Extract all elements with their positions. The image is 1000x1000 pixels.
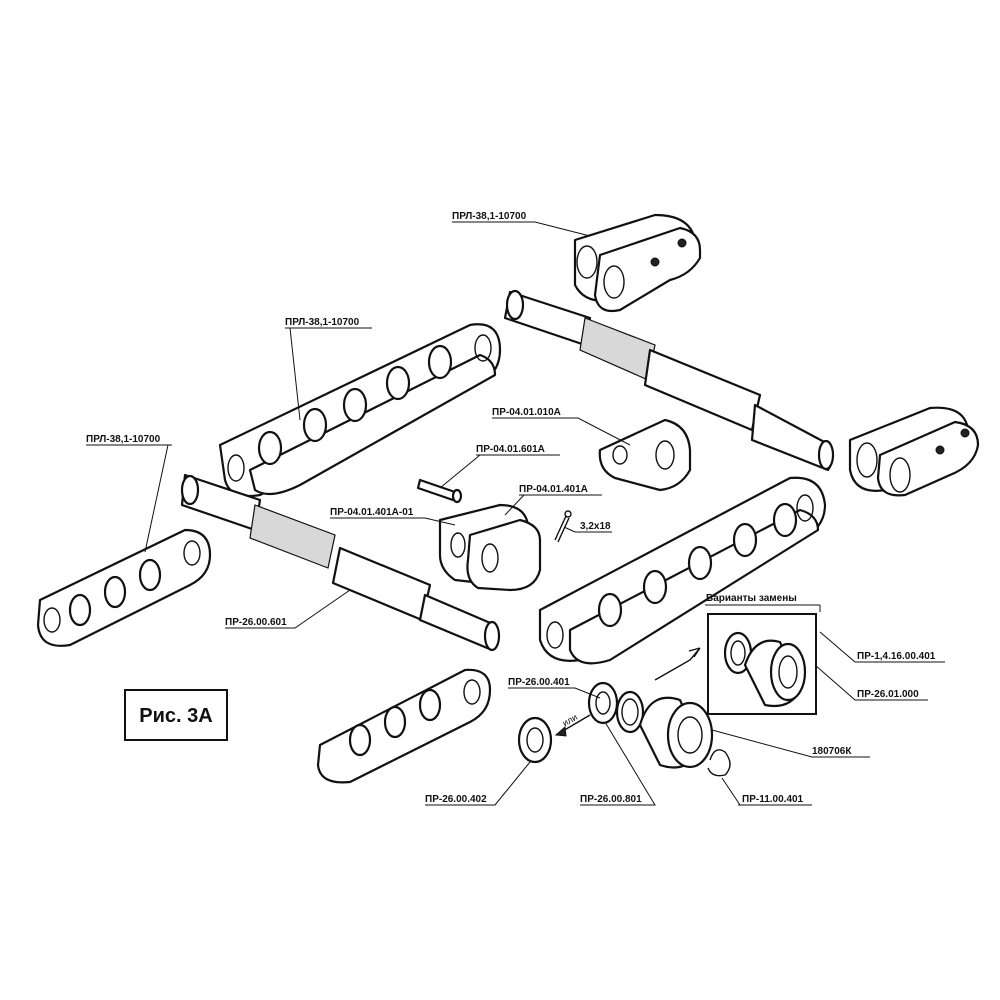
label-chain-top: ПРЛ-38,1-10700 <box>452 211 527 222</box>
label-bearing-180706: 180706К <box>812 746 852 757</box>
label-shaft-end-401: ПР-26.00.401 <box>508 677 570 688</box>
figure-caption: Рис. 3А <box>139 705 212 727</box>
label-plate-401: ПР-04.01.401А <box>519 484 588 495</box>
replacement-ring <box>723 631 753 675</box>
circlip-11 <box>707 749 731 777</box>
label-link-plate-010: ПР-04.01.010А <box>492 407 561 418</box>
bushing-801 <box>587 681 619 725</box>
bracket-arrow <box>654 647 701 681</box>
pin-601 <box>416 478 463 504</box>
label-plate-401-01: ПР-04.01.401А-01 <box>330 507 414 518</box>
shaft-upper-right <box>503 289 835 472</box>
label-circlip-11: ПР-11.00.401 <box>742 794 804 805</box>
connecting-link-top <box>573 213 702 313</box>
label-bearing-26-01: ПР-26.01.000 <box>857 689 919 700</box>
cotter-pin <box>554 510 572 543</box>
roller-chain-right <box>538 476 827 665</box>
roller-chain-bottom <box>316 668 492 784</box>
replacement-bearing <box>743 639 807 708</box>
label-or: или <box>561 712 579 728</box>
label-cotter: 3,2х18 <box>580 521 611 532</box>
label-nut-402: ПР-26.00.402 <box>425 794 487 805</box>
label-replacement-variants: Варианты замены <box>706 593 797 604</box>
roller-chain-left-far <box>36 528 212 647</box>
connecting-link-right <box>848 406 980 497</box>
shaft-left <box>180 473 501 652</box>
label-shaft-601: ПР-26.00.601 <box>225 617 287 628</box>
arrow-or <box>554 714 591 737</box>
label-chain-left-far: ПРЛ-38,1-10700 <box>86 434 161 445</box>
figure-caption-box <box>124 689 228 741</box>
label-chain-left-upper: ПРЛ-38,1-10700 <box>285 317 360 328</box>
label-ring-416: ПР-1,4.16.00.401 <box>857 651 936 662</box>
plate-401-pair <box>438 503 542 592</box>
label-pin-601: ПР-04.01.601А <box>476 444 545 455</box>
seal-ring <box>615 690 645 734</box>
roller-chain-upper-left <box>218 323 502 498</box>
nut-402 <box>517 716 553 764</box>
link-plate-010 <box>598 418 692 492</box>
part-labels: ПРЛ-38,1-10700 ПРЛ-38,1-10700 ПРЛ-38,1-1… <box>86 211 936 805</box>
leader-lines <box>86 221 945 806</box>
bearing-180706 <box>638 696 714 769</box>
label-bushing-801: ПР-26.00.801 <box>580 794 642 805</box>
